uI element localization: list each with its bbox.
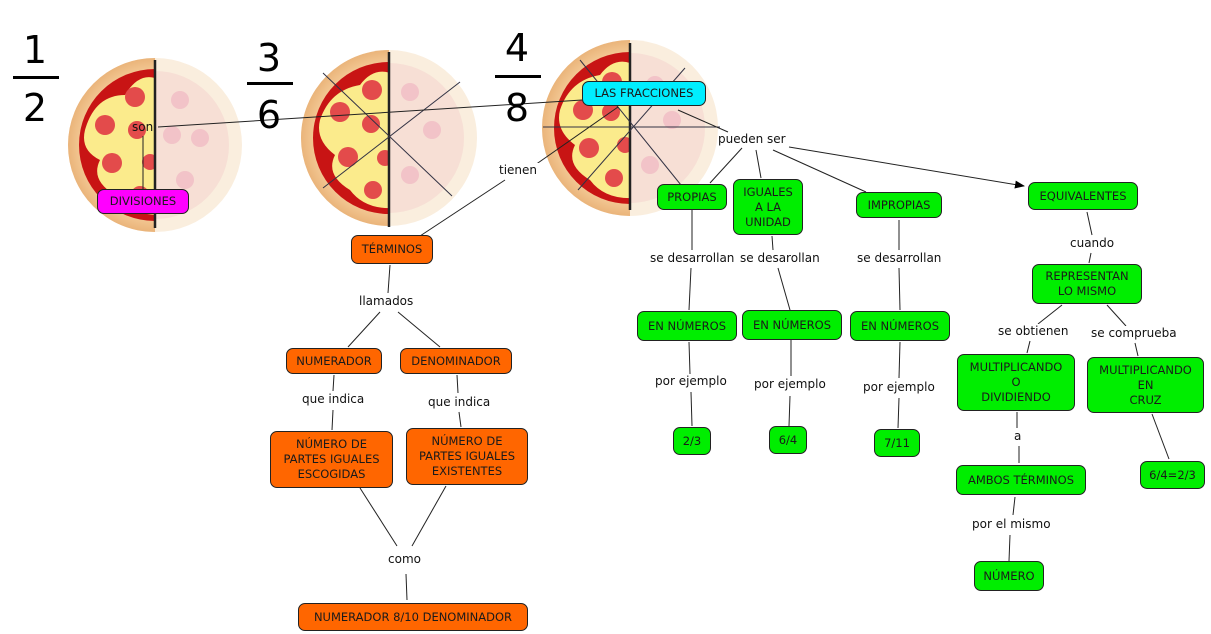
connector-como-ejemplo [405, 573, 408, 601]
concept-ejemplo-unidad[interactable]: 6/4 [769, 426, 807, 454]
connectors [142, 99, 1170, 601]
link-por-ejemplo-impropias: por ejemplo [861, 380, 937, 395]
connector-root-tienen [534, 106, 619, 166]
fraction-denominator: 6 [256, 93, 282, 137]
connector-sedesarrollan-ennumeros3 [898, 267, 901, 311]
link-se-obtienen: se obtienen [996, 324, 1071, 339]
fraction-denominator: 2 [22, 86, 48, 130]
connector-root-puedenser [677, 109, 729, 133]
connector-sedesarollan-ennumeros2 [777, 267, 791, 311]
concept-en-numeros-impropias[interactable]: EN NÚMEROS [850, 311, 950, 341]
connector-ambos-porelmismo [1012, 496, 1016, 516]
connector-iguales-sedesarollan [771, 235, 774, 251]
connector-puedenser-propias [709, 147, 743, 184]
link-se-desarrollan-impropias: se desarrollan [855, 251, 944, 266]
link-pueden-ser: pueden ser [718, 132, 786, 146]
concept-en-numeros-propias[interactable]: EN NÚMEROS [637, 311, 737, 341]
concept-propias[interactable]: PROPIAS [657, 184, 727, 210]
concept-numero[interactable]: NÚMERO [974, 561, 1044, 591]
fraction-bar [13, 76, 59, 79]
connector-puedenser-equivalentes [788, 146, 1025, 189]
connector-queindica-existentes [458, 411, 462, 428]
concept-iguales-unidad[interactable]: IGUALES A LA UNIDAD [733, 179, 803, 235]
fraction-bar [495, 75, 541, 78]
link-se-desarollan-unidad: se desarollan [738, 251, 822, 266]
concept-en-numeros-unidad[interactable]: EN NÚMEROS [742, 310, 842, 340]
concept-las-fracciones[interactable]: LAS FRACCIONES [582, 81, 706, 106]
fraction-numerator: 4 [504, 26, 530, 70]
link-que-indica-numerador: que indica [300, 392, 367, 407]
connector-porejemplo-ej2 [788, 395, 791, 427]
concept-divisiones[interactable]: DIVISIONES [97, 189, 189, 214]
connector-cruz-ejcruz [1151, 413, 1170, 460]
connector-escogidas-como [359, 487, 398, 547]
connector-equivalentes-cuando [1086, 211, 1093, 236]
concept-multiplicando-cruz[interactable]: MULTIPLICANDO EN CRUZ [1087, 357, 1204, 413]
fraction-numerator: 3 [256, 36, 282, 80]
connector-secomprueba-cruz [1134, 342, 1139, 357]
connector-terminos-llamados [387, 264, 391, 294]
concept-ejemplo-cruz[interactable]: 6/4=2/3 [1140, 461, 1205, 489]
link-se-comprueba: se comprueba [1089, 326, 1179, 341]
concept-impropias[interactable]: IMPROPIAS [856, 192, 942, 218]
connector-denominador-queindica [456, 374, 459, 394]
concept-terminos[interactable]: TÉRMINOS [351, 235, 433, 264]
connector-llamados-denominador [397, 311, 441, 348]
link-a: a [1012, 429, 1024, 444]
half-pizza-image [68, 58, 242, 232]
fraction-bar [247, 82, 293, 85]
link-por-ejemplo-unidad: por ejemplo [752, 377, 828, 392]
link-por-ejemplo-propias: por ejemplo [653, 374, 729, 389]
connector-porelmismo-numero [1008, 534, 1011, 562]
link-tienen: tienen [497, 163, 540, 178]
concept-multiplicando-dividiendo[interactable]: MULTIPLICANDO O DIVIDIENDO [957, 354, 1075, 411]
connector-cuando-representan [1088, 252, 1092, 264]
connector-existentes-como [411, 485, 447, 547]
link-por-el-mismo: por el mismo [970, 517, 1053, 532]
concept-ejemplo-impropia[interactable]: 7/11 [874, 429, 920, 457]
connector-representan-secomprueba [1106, 304, 1127, 327]
link-son: son [132, 120, 154, 134]
concept-equivalentes[interactable]: EQUIVALENTES [1028, 182, 1138, 210]
connector-ennumeros3-porejemplo [898, 341, 901, 379]
concept-ambos-terminos[interactable]: AMBOS TÉRMINOS [956, 465, 1086, 495]
connector-llamados-numerador [347, 311, 381, 348]
concept-ejemplo-propia[interactable]: 2/3 [673, 427, 711, 455]
connector-seobtienen-multiplicando [1026, 340, 1031, 354]
connector-ennumeros1-porejemplo [688, 341, 691, 375]
connector-porejemplo-ej3 [897, 397, 900, 429]
link-llamados: llamados [357, 294, 416, 309]
concept-denominador[interactable]: DENOMINADOR [400, 348, 512, 374]
connector-tienen-terminos [419, 179, 506, 237]
link-que-indica-denominador: que indica [426, 395, 493, 410]
concept-ejemplo-fraccion[interactable]: NUMERADOR 8/10 DENOMINADOR [298, 603, 528, 631]
concept-numerador[interactable]: NUMERADOR [286, 348, 382, 374]
connector-representan-seobtienen [1037, 304, 1063, 325]
connector-puedenser-impropias [772, 149, 867, 193]
concept-partes-existentes[interactable]: NÚMERO DE PARTES IGUALES EXISTENTES [406, 428, 528, 485]
connector-sedesarrollan-ennumeros1 [688, 267, 692, 311]
connector-puedenser-iguales [755, 149, 762, 179]
link-se-desarrollan-propias: se desarrollan [648, 251, 737, 266]
connector-porejemplo-ej1 [690, 391, 693, 427]
connector-root-son [157, 99, 583, 128]
link-cuando: cuando [1068, 236, 1117, 251]
connector-queindica-escogidas [331, 409, 334, 431]
fraction-denominator: 8 [504, 86, 530, 130]
concept-representan-lo-mismo[interactable]: REPRESENTAN LO MISMO [1032, 264, 1142, 304]
concept-partes-escogidas[interactable]: NÚMERO DE PARTES IGUALES ESCOGIDAS [270, 431, 393, 488]
sixths-pizza-image [301, 50, 477, 227]
connector-numerador-queindica [332, 374, 335, 392]
link-como: como [386, 552, 423, 567]
fraction-numerator: 1 [22, 28, 48, 72]
